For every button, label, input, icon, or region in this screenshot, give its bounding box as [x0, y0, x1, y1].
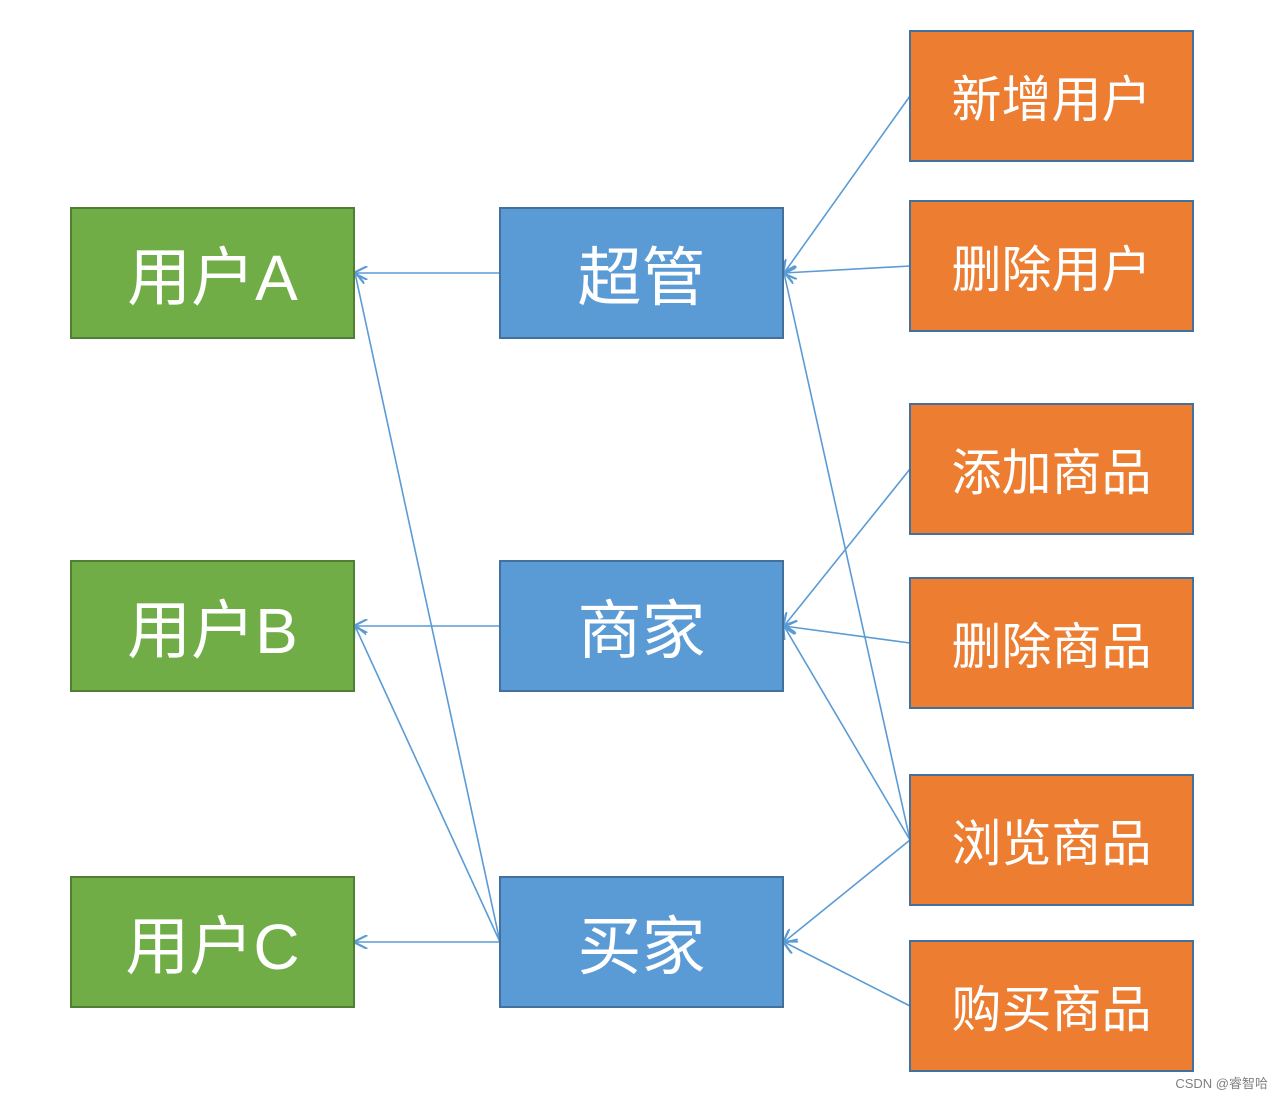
- user-a-label: 用户A: [127, 242, 298, 316]
- perm-delete-goods-label: 删除商品: [951, 618, 1152, 676]
- perm-browse-goods-label: 浏览商品: [951, 815, 1152, 873]
- perm-buy-goods-label: 购买商品: [951, 981, 1152, 1039]
- watermark: CSDN @睿智哈: [1175, 1076, 1268, 1091]
- role-super-admin-label: 超管: [577, 242, 706, 316]
- user-a-box[interactable]: 用户A: [70, 207, 355, 339]
- role-merchant-label: 商家: [577, 595, 706, 669]
- connector-role_buyer-to-user_b: [355, 626, 501, 943]
- role-merchant-box[interactable]: 商家: [499, 560, 784, 692]
- perm-add-user-box[interactable]: 新增用户: [909, 30, 1194, 162]
- connector-perm_browse_goods-to-role_super: [784, 273, 911, 841]
- perm-delete-user-box[interactable]: 删除用户: [909, 200, 1194, 332]
- perm-add-goods-box[interactable]: 添加商品: [909, 403, 1194, 535]
- connector-role_buyer-to-user_a: [355, 273, 501, 943]
- user-c-box[interactable]: 用户C: [70, 876, 355, 1008]
- perm-browse-goods-box[interactable]: 浏览商品: [909, 774, 1194, 906]
- perm-add-user-label: 新增用户: [951, 71, 1152, 129]
- connector-perm_add_user-to-role_super: [784, 95, 911, 273]
- connector-perm_browse_goods-to-role_merchant: [784, 626, 911, 841]
- role-buyer-box[interactable]: 买家: [499, 876, 784, 1008]
- connector-perm_add_goods-to-role_merchant: [784, 468, 911, 626]
- user-b-label: 用户B: [127, 595, 298, 669]
- user-c-label: 用户C: [125, 911, 300, 985]
- connector-perm_buy_goods-to-role_buyer: [784, 942, 911, 1007]
- connector-perm_browse_goods-to-role_buyer: [784, 839, 911, 942]
- user-b-box[interactable]: 用户B: [70, 560, 355, 692]
- perm-buy-goods-box[interactable]: 购买商品: [909, 940, 1194, 1072]
- perm-delete-user-label: 删除用户: [951, 241, 1152, 299]
- connector-perm_del_goods-to-role_merchant: [784, 626, 911, 644]
- connector-perm_del_user-to-role_super: [784, 265, 911, 273]
- role-buyer-label: 买家: [577, 911, 706, 985]
- perm-add-goods-label: 添加商品: [951, 444, 1152, 502]
- perm-delete-goods-box[interactable]: 删除商品: [909, 577, 1194, 709]
- role-super-admin-box[interactable]: 超管: [499, 207, 784, 339]
